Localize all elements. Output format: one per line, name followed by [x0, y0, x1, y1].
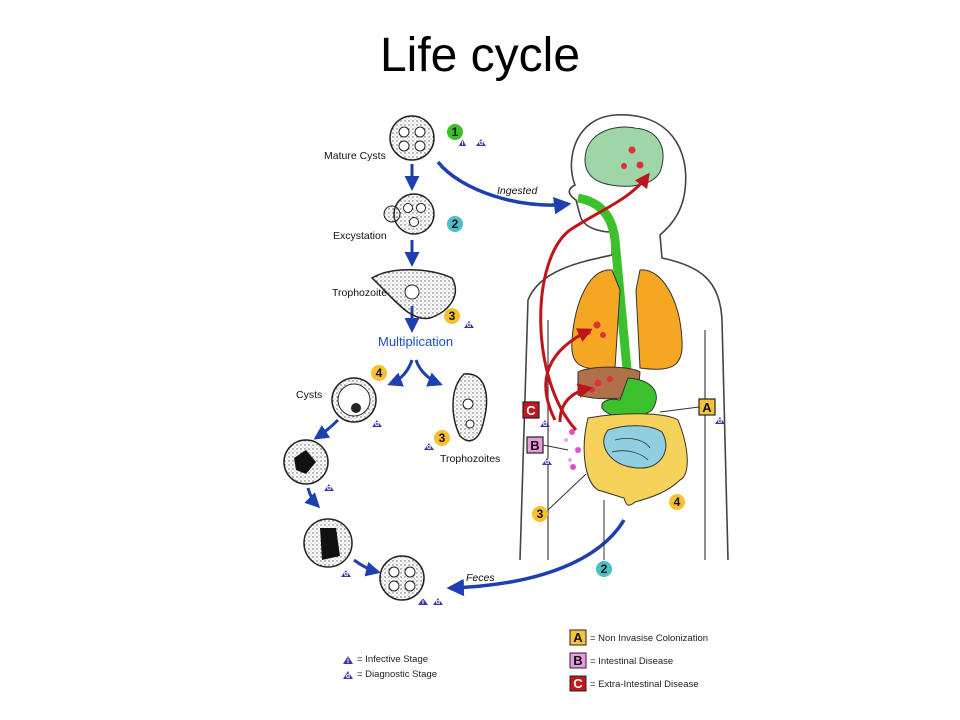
- box-a: A: [698, 398, 716, 416]
- legend-a-label: = Non Invasise Colonization: [590, 633, 708, 644]
- right-lung: [635, 269, 683, 370]
- box-b: B: [526, 436, 544, 454]
- svg-text:d: d: [344, 571, 348, 578]
- legend-c-item: C = Extra-Intestinal Disease: [569, 675, 699, 692]
- legend-infective-item: i = Infective Stage: [343, 654, 428, 665]
- svg-text:d: d: [427, 444, 431, 451]
- legend-infective-label: = Infective Stage: [357, 654, 428, 665]
- badge-2-body: 2: [596, 561, 612, 577]
- excystation-cyst: [383, 193, 435, 235]
- feces-arrow: [446, 519, 626, 597]
- badge-3-body: 3: [532, 506, 548, 522]
- svg-text:d: d: [718, 418, 722, 425]
- human-body: [519, 114, 729, 561]
- badge-4-body: 4: [669, 494, 685, 510]
- svg-text:4: 4: [376, 366, 383, 380]
- badge-3-top: 3: [444, 308, 460, 324]
- svg-text:d: d: [479, 140, 483, 147]
- badge-2-top: 2: [447, 216, 463, 232]
- legend-diagnostic-item: d = Diagnostic Stage: [343, 669, 437, 680]
- arrow-stage-a-to-stage-b: [304, 487, 321, 509]
- svg-text:C: C: [573, 676, 583, 691]
- legend-c-label: = Extra-Intestinal Disease: [590, 679, 699, 690]
- feces-label: Feces: [466, 572, 495, 584]
- triangle-d-stage-a: d: [324, 484, 334, 492]
- svg-text:d: d: [327, 485, 331, 492]
- triangle-d-box-c: d: [540, 420, 550, 428]
- legend-diagnostic-label: = Diagnostic Stage: [357, 669, 437, 680]
- triangle-d-box-b: d: [542, 458, 552, 466]
- legend-outcomes: A = Non Invasise Colonization B = Intest…: [569, 629, 708, 692]
- box-c: C: [522, 401, 540, 419]
- svg-text:i: i: [462, 140, 464, 147]
- label-multiplication: Multiplication: [378, 334, 453, 349]
- label-cysts: Cysts: [296, 389, 322, 401]
- label-excystation: Excystation: [333, 230, 387, 242]
- cyst-stage-b-drawing: [303, 518, 353, 568]
- ingested-arrow: [436, 160, 572, 215]
- label-mature-cysts: Mature Cysts: [324, 150, 386, 162]
- svg-text:B: B: [530, 438, 539, 453]
- trophozoites-drawing: [452, 373, 488, 442]
- mature-cyst-bottom: [379, 555, 425, 601]
- red-arrow-to-lung: [544, 328, 593, 421]
- badge-3-trophozoites: 3: [434, 430, 450, 446]
- triangle-d-cyst-top: d: [476, 139, 486, 147]
- badge-4-top: 4: [371, 365, 387, 381]
- triangle-d-trophozoites: d: [424, 443, 434, 451]
- svg-text:2: 2: [601, 562, 608, 576]
- svg-text:B: B: [573, 653, 582, 668]
- svg-text:1: 1: [452, 125, 459, 139]
- svg-text:d: d: [545, 459, 549, 466]
- triangle-i-cyst-top: i: [459, 139, 466, 147]
- brain-shape: [584, 126, 664, 187]
- arrow-split-to-trophozoites: [414, 359, 443, 387]
- label-trophozoite: Trophozoite: [332, 287, 387, 299]
- svg-text:A: A: [702, 400, 712, 415]
- triangle-d-box-a: d: [715, 417, 725, 425]
- trophozoite-drawing: [370, 269, 457, 320]
- red-arrow-to-liver: [558, 383, 593, 423]
- badge-1-top: 1: [447, 124, 463, 140]
- svg-text:d: d: [543, 421, 547, 428]
- svg-text:C: C: [526, 403, 536, 418]
- label-trophozoites: Trophozoites: [440, 453, 500, 465]
- left-lung: [571, 269, 621, 370]
- brain-lesions: [621, 146, 644, 169]
- mature-cyst-top: [389, 115, 435, 161]
- esophagus: [577, 193, 633, 381]
- svg-text:d: d: [436, 599, 440, 606]
- cyst-stage-a-drawing: [283, 439, 329, 485]
- intestinal-lesions: [564, 429, 581, 470]
- triangle-d-stage-b: d: [341, 570, 351, 578]
- svg-text:i: i: [347, 658, 349, 665]
- legend-b-item: B = Intestinal Disease: [569, 652, 673, 669]
- arrow-split-to-cysts: [387, 359, 414, 387]
- red-arrow-to-brain: [539, 172, 650, 432]
- svg-text:i: i: [422, 599, 424, 606]
- svg-text:d: d: [467, 322, 471, 329]
- triangle-d-trophozoite: d: [464, 321, 474, 329]
- svg-text:3: 3: [537, 507, 544, 521]
- arrow-cysts-to-stage-a: [313, 418, 340, 440]
- svg-text:3: 3: [439, 431, 446, 445]
- svg-text:A: A: [573, 630, 583, 645]
- small-intestine: [603, 425, 667, 469]
- ingested-label: Ingested: [497, 185, 538, 197]
- legend-a-item: A = Non Invasise Colonization: [569, 629, 708, 646]
- triangle-d-cyst-bottom: d: [433, 598, 443, 606]
- slide-title: Life cycle: [379, 29, 581, 82]
- svg-text:2: 2: [452, 217, 459, 231]
- arrow-stage-b-to-mature: [353, 558, 381, 577]
- triangle-i-cyst-bottom: i: [418, 598, 428, 606]
- svg-text:3: 3: [449, 309, 456, 323]
- triangle-d-cysts: d: [372, 420, 382, 428]
- cysts-drawing: [331, 377, 377, 423]
- legend-b-label: = Intestinal Disease: [590, 656, 673, 667]
- legend-stages: i = Infective Stage d = Diagnostic Stage: [343, 654, 437, 680]
- svg-text:d: d: [346, 673, 350, 680]
- svg-text:d: d: [375, 421, 379, 428]
- svg-text:4: 4: [674, 495, 681, 509]
